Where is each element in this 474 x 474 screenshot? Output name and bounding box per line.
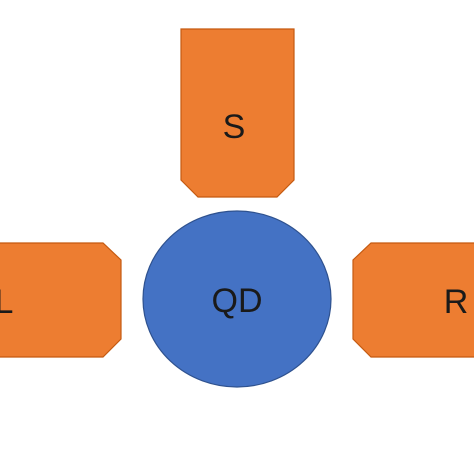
center-dot-label: QD [212,282,263,320]
right-block-shape [352,242,474,358]
right-block-label: R [444,283,469,321]
left-block-label: L [0,283,13,321]
top-block-label: S [223,108,246,146]
top-block: S [180,28,295,198]
left-block: L [0,242,122,358]
top-block-shape [180,28,295,198]
center-dot-shape [142,210,332,388]
left-block-shape [0,242,122,358]
right-block: R [352,242,474,358]
center-dot: QD [142,210,332,388]
